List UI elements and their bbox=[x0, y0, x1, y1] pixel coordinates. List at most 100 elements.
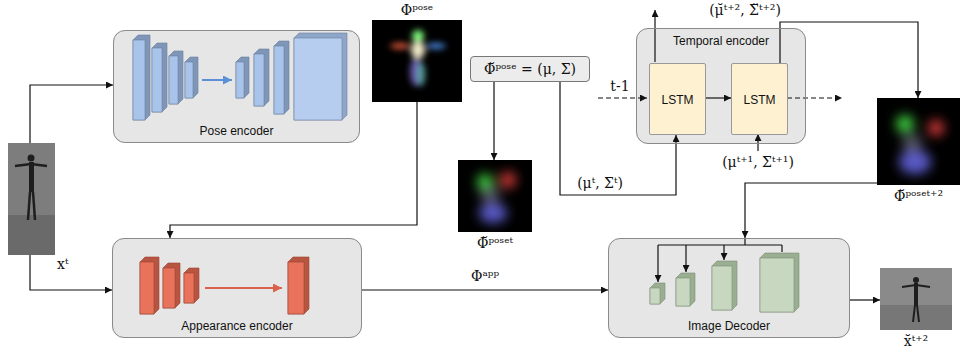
layer-face bbox=[650, 288, 660, 304]
layer-shade bbox=[294, 33, 347, 120]
layer-face bbox=[288, 262, 304, 314]
connector bbox=[850, 299, 880, 300]
heat-blob bbox=[500, 172, 516, 188]
layer-face bbox=[676, 278, 690, 306]
label-holder: t-1 bbox=[608, 77, 631, 95]
panel-fill bbox=[112, 238, 362, 338]
heatmap-image: Φ̆ᵖᵒˢᵉᵗ bbox=[458, 160, 532, 232]
heatmap-image: Φ̆ᵖᵒˢᵉᵗ⁺² bbox=[877, 98, 960, 185]
layer-face bbox=[185, 62, 193, 98]
pose-heatmap bbox=[390, 30, 446, 86]
layer-shade bbox=[236, 57, 249, 98]
layer-shade bbox=[274, 41, 289, 114]
layer-shade bbox=[140, 257, 159, 314]
person-body bbox=[914, 283, 918, 305]
layer-shade bbox=[152, 43, 167, 112]
person-head bbox=[913, 277, 919, 283]
heat-blob bbox=[479, 203, 507, 223]
pose-injection bbox=[658, 238, 782, 282]
node-label: x̆ᵗ⁺² bbox=[904, 333, 928, 349]
branch-line bbox=[744, 238, 745, 245]
encoder-box: Appearance encoder bbox=[112, 238, 362, 338]
edge-label: Φᵃᵖᵖ bbox=[469, 268, 501, 284]
signal-label: t-1 bbox=[608, 78, 631, 94]
branch-arrow bbox=[657, 245, 658, 282]
person-leg bbox=[33, 192, 35, 220]
parameter-box: Φ̆ᵖᵒˢᵉ = (μ, Σ) bbox=[470, 56, 590, 82]
layer-shade bbox=[133, 35, 150, 120]
heat-blob bbox=[896, 115, 914, 133]
lstm-cell: LSTM bbox=[731, 63, 788, 135]
label-holder: (μᵗ, Σᵗ) bbox=[575, 174, 625, 192]
layer-face bbox=[760, 258, 794, 312]
photo-ground bbox=[8, 215, 55, 255]
heat-blob bbox=[902, 134, 922, 152]
photo-ground bbox=[880, 268, 952, 330]
layer-shade bbox=[288, 257, 309, 314]
panel-fill bbox=[113, 30, 360, 143]
layer-face bbox=[294, 38, 342, 120]
conv-layers bbox=[140, 257, 309, 314]
layer-shade bbox=[760, 253, 799, 312]
node-label: Appearance encoder bbox=[181, 319, 292, 333]
panel-fill bbox=[608, 238, 850, 338]
connector bbox=[780, 22, 918, 98]
layer-face bbox=[184, 273, 194, 303]
layer-face bbox=[254, 54, 264, 106]
layer-face bbox=[163, 268, 175, 308]
label-holder: Φ̆ᵖᵒˢᵉᵗ bbox=[428, 234, 562, 252]
output-arrow bbox=[654, 10, 655, 62]
label-holder: Φ̆ᵖᵒˢᵉᵗ⁺² bbox=[847, 187, 964, 205]
input-arrow bbox=[757, 134, 758, 151]
decoder-box: Image Decoder bbox=[608, 238, 850, 338]
person-arms bbox=[902, 285, 930, 287]
layer-shade bbox=[254, 49, 269, 106]
layer-face bbox=[274, 46, 284, 114]
node-label: Φ̆ᵖᵒˢᵉᵗ bbox=[477, 235, 513, 251]
node-label: Pose encoder bbox=[199, 124, 273, 138]
gaussian-heatmap bbox=[896, 115, 944, 174]
person-head bbox=[28, 155, 35, 162]
heatmap-ground bbox=[372, 20, 462, 102]
node-label: Φᵖᵒˢᵉ bbox=[401, 2, 434, 18]
signal-label: (μᵗ⁺¹, Σᵗ⁺¹) bbox=[720, 154, 796, 170]
encoder-box: Temporal encoderLSTMLSTM bbox=[636, 28, 806, 144]
photo-ground bbox=[8, 143, 55, 255]
label-holder: xᵗ bbox=[57, 255, 68, 273]
connector bbox=[30, 85, 113, 143]
branch-arrow bbox=[685, 245, 686, 272]
label-holder: Φᵃᵖᵖ bbox=[469, 267, 501, 285]
label-holder: LSTM bbox=[732, 90, 787, 108]
input-frame: xᵗ bbox=[8, 143, 55, 255]
layer-face bbox=[133, 40, 145, 120]
flow-arrow bbox=[202, 79, 232, 81]
person-leg bbox=[28, 192, 30, 220]
recurrent-arrow bbox=[787, 97, 842, 98]
branch-line bbox=[781, 245, 782, 252]
heat-blob bbox=[899, 150, 931, 174]
connector bbox=[362, 289, 608, 290]
node-label: Φ̆ᵖᵒˢᵉᵗ⁺² bbox=[894, 188, 943, 204]
heat-blob bbox=[417, 62, 425, 86]
person-leg bbox=[917, 305, 919, 322]
label-holder: Φᵖᵒˢᵉ bbox=[342, 1, 492, 19]
layer-shade bbox=[650, 283, 665, 304]
encoder-box: Pose encoder bbox=[113, 30, 360, 143]
gaussian-heatmap bbox=[477, 172, 516, 223]
heat-blob bbox=[426, 43, 446, 49]
layer-face bbox=[152, 48, 162, 112]
node-label: Φ̆ᵖᵒˢᵉ = (μ, Σ) bbox=[484, 61, 576, 77]
layer-shade bbox=[185, 57, 198, 98]
label-holder: x̆ᵗ⁺² bbox=[850, 332, 964, 350]
edge-label: (μᵗ, Σᵗ) bbox=[575, 175, 625, 191]
input-frame bbox=[8, 143, 55, 255]
heat-blob bbox=[411, 41, 425, 59]
layer-shade bbox=[184, 268, 199, 303]
label-holder: Appearance encoder bbox=[113, 316, 361, 334]
layer-shade bbox=[712, 261, 737, 310]
lstm-cell: LSTM bbox=[649, 63, 706, 135]
conv-layers bbox=[133, 33, 347, 120]
